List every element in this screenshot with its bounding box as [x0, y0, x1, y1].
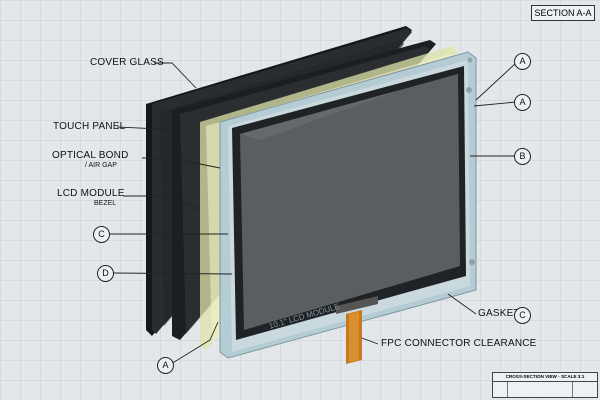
- callout-b: B: [514, 148, 531, 165]
- section-label: SECTION A-A: [531, 5, 595, 21]
- cover-glass-label: COVER GLASS: [90, 57, 164, 68]
- air-gap-label: / AIR GAP: [85, 162, 117, 169]
- callout-d: D: [97, 265, 114, 282]
- optical-bond-label: OPTICAL BOND: [52, 150, 129, 161]
- title-block-cells: [493, 382, 597, 397]
- fpc-connector-label: FPC CONNECTOR CLEARANCE: [381, 338, 537, 349]
- lcd-bezel-layer: [219, 51, 477, 359]
- touch-panel-label: TOUCH PANEL: [53, 121, 126, 132]
- callout-c-left: C: [93, 226, 110, 243]
- title-block-heading: CROSS-SECTION VIEW - SCALE 3:1: [493, 373, 597, 382]
- leader-lines: [110, 62, 517, 365]
- lcd-module-label: LCD MODULE: [57, 188, 125, 199]
- callout-a-top: A: [514, 53, 531, 70]
- callout-c-gasket: C: [514, 307, 531, 324]
- title-block: CROSS-SECTION VIEW - SCALE 3:1: [492, 372, 598, 398]
- gasket-label: GASKET: [478, 308, 520, 319]
- callout-a-bottom: A: [157, 357, 174, 374]
- callout-a-mid: A: [514, 94, 531, 111]
- fpc-connector: [336, 296, 378, 364]
- mounting-bosses: [466, 57, 475, 265]
- bezel-label: BEZEL: [94, 200, 117, 207]
